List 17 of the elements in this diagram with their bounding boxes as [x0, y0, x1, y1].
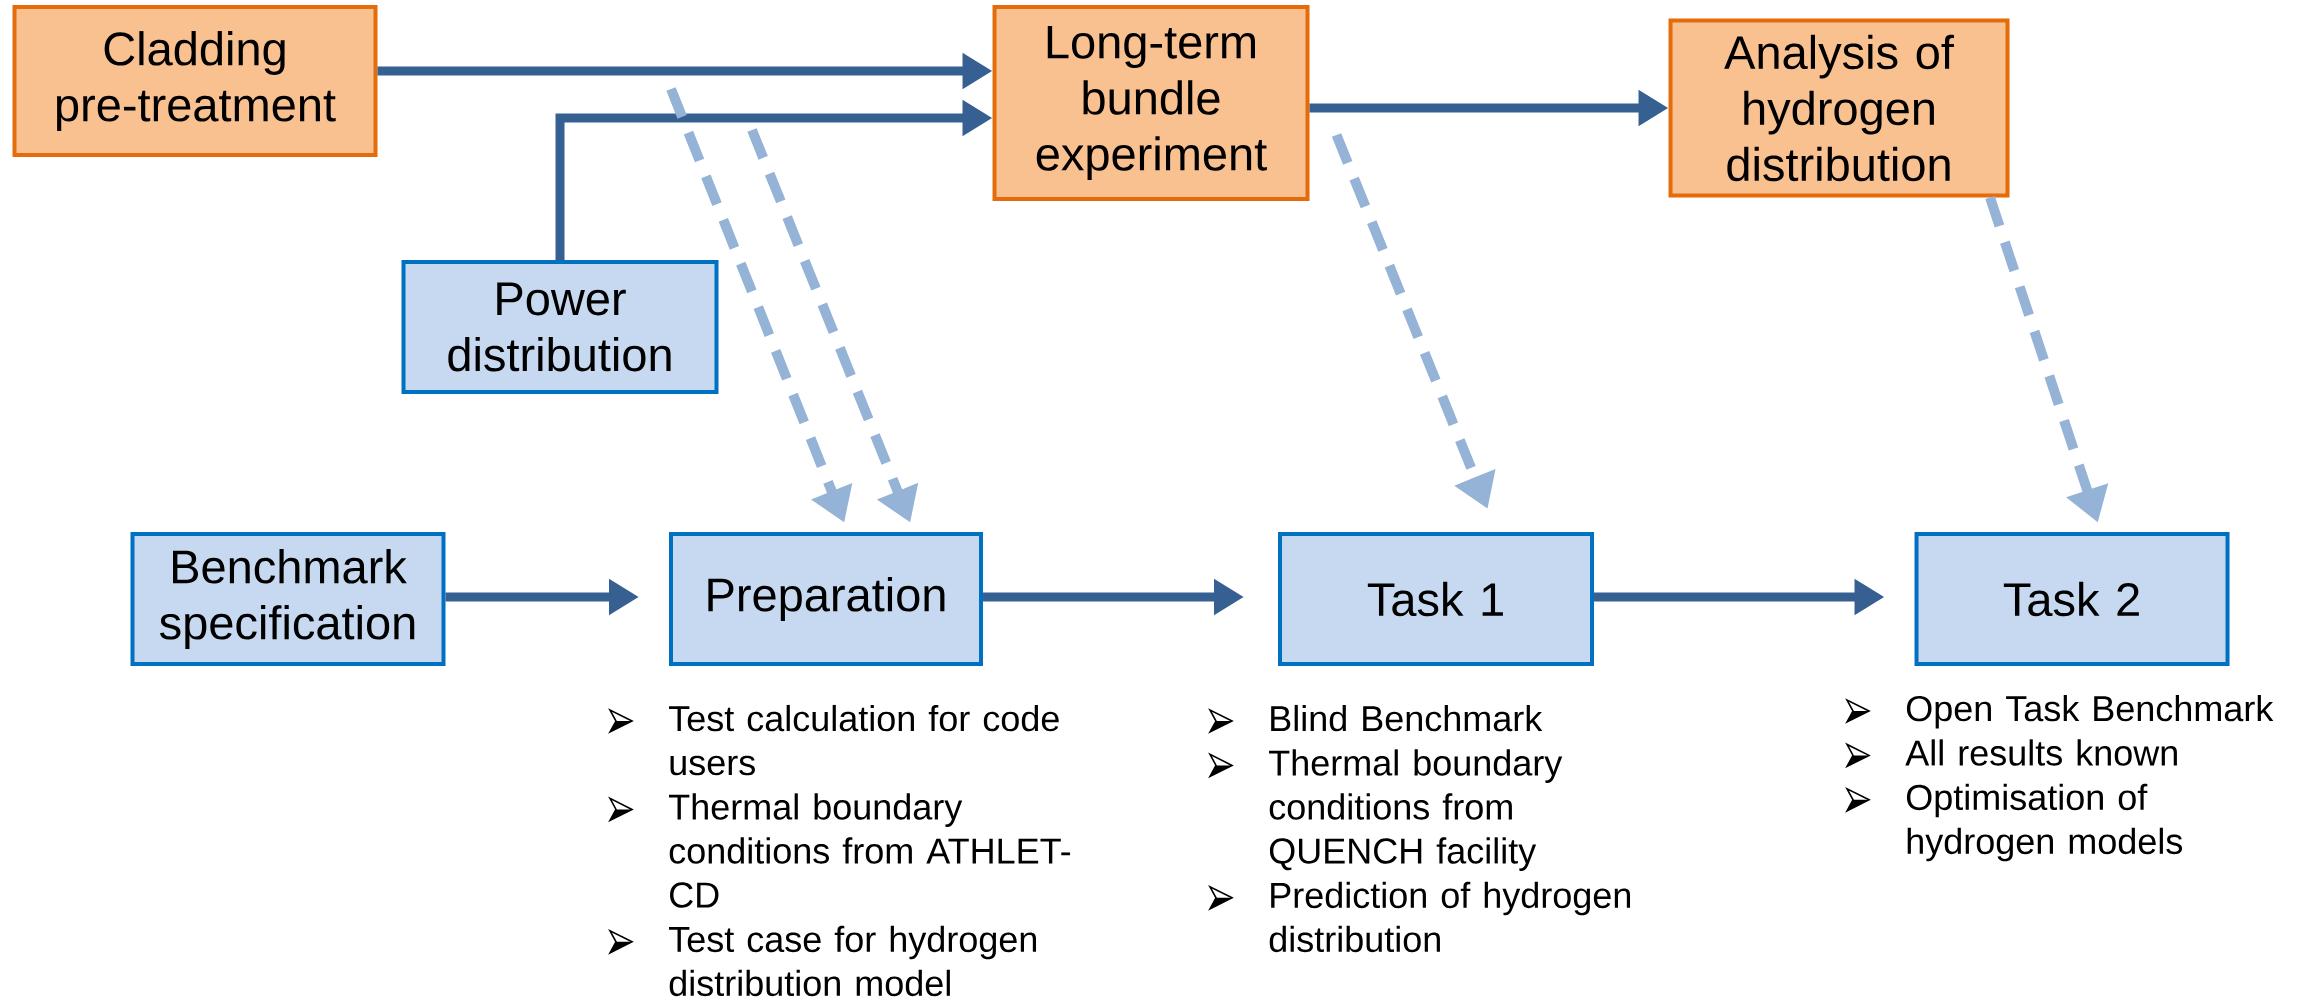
process-box: Power distribution: [401, 260, 719, 394]
bullet-text: Blind Benchmark: [1271, 704, 1543, 732]
process-box: Preparation: [669, 532, 983, 666]
process-box: Analysis of hydrogen distribution: [1668, 18, 2010, 198]
process-box: Cladding pre-treatment: [12, 5, 378, 157]
process-box: Benchmark specification: [130, 532, 446, 666]
bullet-text: Open Task Benchmark: [1906, 694, 2274, 729]
bullet-text: Optimisation of hydrogen models: [1906, 783, 2183, 862]
bullet-text: Thermal boundary conditions from ATHLET-CD: [669, 793, 1071, 908]
process-box: Long-term bundle experiment: [992, 5, 1310, 201]
bullet-text: Test calculation for code users: [669, 704, 1059, 776]
bullet-text: Test case for hydrogen distribution model: [669, 925, 1036, 997]
bullet-text: Thermal boundary conditions from QUENCH facility: [1269, 749, 1563, 871]
process-box: Task 2: [1914, 532, 2230, 666]
process-box: Task 1: [1278, 532, 1594, 666]
bullet-text: Prediction of hydrogen distribution: [1269, 881, 1630, 953]
bullet-text: All results known: [1905, 739, 2177, 766]
